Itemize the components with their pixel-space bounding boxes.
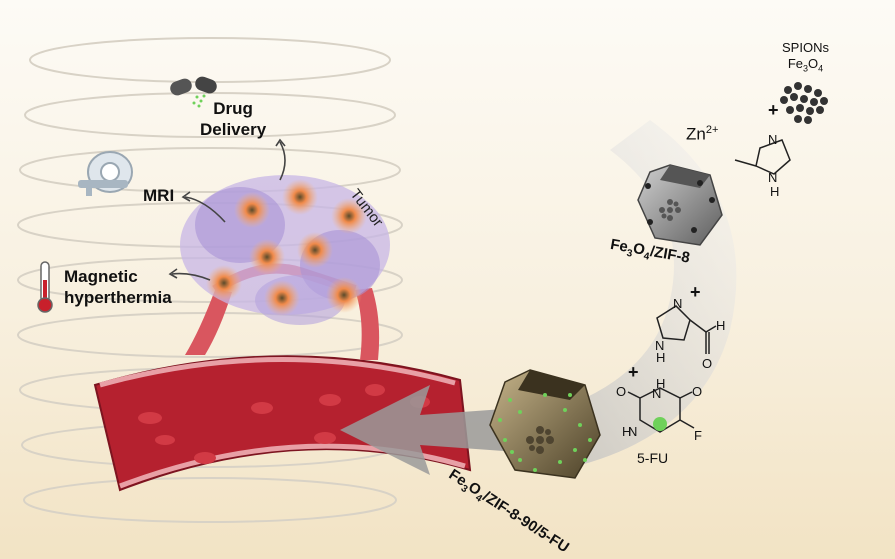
atom-n-label: N [768, 170, 778, 185]
atom-h-label: H [656, 376, 666, 391]
fluorouracil-structure [627, 387, 695, 433]
atom-o-label: O [692, 384, 703, 399]
atom-n-label: N [768, 132, 778, 147]
mri-label: MRI [143, 186, 175, 205]
drug-delivery-label: Drug Delivery [200, 98, 266, 140]
plus-sign: + [690, 282, 701, 302]
atom-h-label: H [770, 184, 780, 199]
atom-n-label: N [673, 296, 683, 311]
spions-name: SPIONs [782, 40, 829, 55]
imidazole-aldehyde-structure [656, 305, 717, 354]
delivery-arrow [340, 385, 560, 475]
magnetic-hyperthermia-label: Magnetic hyperthermia [64, 266, 172, 308]
pill-capsule-icon [170, 76, 217, 108]
atom-n-label: N [628, 424, 638, 439]
thermometer-icon [37, 261, 53, 313]
zinc-symbol: Zn [686, 124, 706, 144]
plus-sign: + [628, 362, 639, 382]
zinc-charge: 2+ [705, 124, 719, 136]
five-fu-label: 5-FU [637, 450, 669, 466]
spions-formula: Fe3O4 [787, 56, 824, 74]
atom-h-label: H [716, 318, 726, 333]
zinc-ion-label: Zn2+ [686, 124, 718, 145]
drug-delivery-line1: Drug [213, 99, 253, 118]
blood-vessel [93, 355, 472, 492]
spions-label: SPIONs Fe3O4 [782, 40, 829, 77]
atom-h-label: H [622, 424, 632, 439]
final-particle [489, 369, 601, 479]
atom-n-label: N [652, 386, 662, 401]
effect-arrows [168, 138, 286, 281]
atom-o-label: O [702, 356, 713, 371]
methylimidazole-structure [734, 139, 791, 175]
mri-scanner-icon [78, 151, 133, 196]
atom-o-label: O [616, 384, 627, 399]
atom-h-label: H [656, 350, 666, 365]
zif8-particle [637, 164, 723, 246]
drug-highlight-dot [653, 417, 667, 431]
spion-particles-icon [780, 82, 828, 124]
atom-f-label: F [694, 428, 702, 443]
magnetic-line2: hyperthermia [64, 288, 172, 307]
magnetic-line1: Magnetic [64, 267, 138, 286]
plus-sign: + [768, 100, 779, 120]
drug-delivery-line2: Delivery [200, 120, 267, 139]
tumor-nanoparticles [206, 179, 367, 316]
atom-n-label: N [655, 338, 665, 353]
